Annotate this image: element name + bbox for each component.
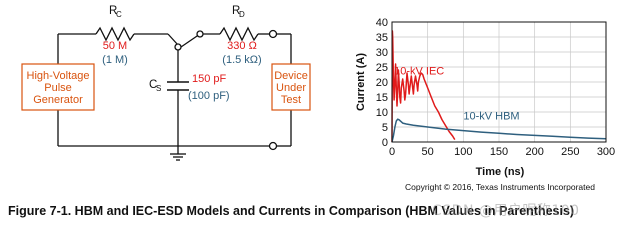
cs-hbm-value: (100 pF) bbox=[188, 90, 230, 102]
y-tick-label: 5 bbox=[382, 122, 388, 134]
y-tick-label: 10 bbox=[376, 107, 388, 119]
x-tick-label: 0 bbox=[389, 146, 395, 158]
series-line-1 bbox=[391, 118, 607, 143]
plot-frame bbox=[391, 21, 607, 143]
rd-hbm-value: (1.5 kΩ) bbox=[222, 54, 261, 66]
series-label-1: 10-kV HBM bbox=[463, 111, 519, 123]
dut-label-line-3: Test bbox=[281, 94, 301, 106]
chart-series bbox=[391, 30, 607, 143]
x-tick-label: 300 bbox=[597, 146, 615, 158]
rc-iec-value: 50 M bbox=[103, 40, 127, 52]
rc-hbm-value: (1 M) bbox=[102, 54, 128, 66]
series-line-0 bbox=[391, 30, 456, 143]
dut-label-line-1: Device bbox=[274, 70, 308, 82]
y-axis-label: Current (A) bbox=[355, 53, 367, 111]
generator-label-line-2: Pulse bbox=[44, 82, 72, 94]
y-tick-label: 40 bbox=[376, 17, 388, 29]
cs-iec-value: 150 pF bbox=[192, 73, 227, 85]
copyright-notice: Copyright © 2016, Texas Instruments Inco… bbox=[405, 182, 595, 192]
circuit-schematic bbox=[21, 26, 311, 161]
chart-grid bbox=[391, 21, 607, 143]
x-tick-label: 250 bbox=[561, 146, 579, 158]
dut-label-line-2: Under bbox=[276, 82, 306, 94]
x-axis-label: Time (ns) bbox=[476, 166, 525, 178]
rc-label: R bbox=[109, 5, 117, 17]
y-tick-label: 20 bbox=[376, 77, 388, 89]
y-tick-label: 25 bbox=[376, 62, 388, 74]
rd-subscript: D bbox=[239, 10, 245, 19]
cs-label: C bbox=[149, 79, 157, 91]
figure: High-Voltage Pulse Generator R C 50 M (1… bbox=[21, 5, 615, 192]
x-tick-label: 100 bbox=[454, 146, 472, 158]
circuit-labels: High-Voltage Pulse Generator R C 50 M (1… bbox=[27, 5, 308, 106]
rc-resistor-symbol bbox=[95, 26, 135, 42]
rc-subscript: C bbox=[116, 10, 122, 19]
generator-box bbox=[21, 63, 95, 111]
y-tick-label: 0 bbox=[382, 137, 388, 149]
x-tick-label: 150 bbox=[490, 146, 508, 158]
series-label-0: 10-kV IEC bbox=[394, 66, 444, 78]
y-tick-label: 15 bbox=[376, 92, 388, 104]
rd-iec-value: 330 Ω bbox=[227, 40, 257, 52]
rd-resistor-symbol bbox=[219, 26, 259, 42]
rd-label: R bbox=[232, 5, 240, 17]
x-tick-label: 200 bbox=[525, 146, 543, 158]
dut-terminal-top bbox=[268, 29, 278, 39]
x-tick-label: 50 bbox=[422, 146, 434, 158]
switch-contact-left bbox=[174, 43, 182, 51]
figure-caption: Figure 7-1. HBM and IEC-ESD Models and C… bbox=[8, 204, 575, 218]
generator-label-line-3: Generator bbox=[33, 94, 83, 106]
dut-terminal-bottom bbox=[268, 141, 278, 151]
cs-subscript: S bbox=[156, 84, 161, 93]
dut-box bbox=[271, 63, 311, 111]
switch-contact-right bbox=[196, 30, 204, 38]
y-tick-label: 30 bbox=[376, 47, 388, 59]
chart-series-labels: 10-kV IEC 10-kV HBM bbox=[394, 66, 519, 123]
chart-axes bbox=[391, 21, 607, 143]
switch-arm bbox=[167, 33, 179, 46]
y-tick-label: 35 bbox=[376, 32, 388, 44]
watermark: CSDN @用户昵称100 bbox=[432, 203, 580, 219]
generator-label-line-1: High-Voltage bbox=[27, 70, 90, 82]
